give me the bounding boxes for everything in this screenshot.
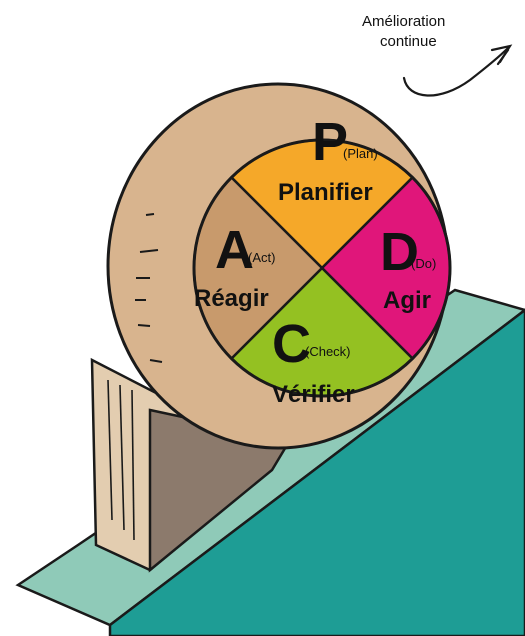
do-label: Agir [383, 287, 431, 314]
do-english: (Do) [411, 256, 436, 271]
act-label: Réagir [194, 285, 269, 312]
act-english: (Act) [248, 250, 275, 265]
annotation-line1: Amélioration [362, 13, 445, 30]
plan-label: Planifier [278, 179, 373, 206]
annotation-line2: continue [380, 33, 437, 50]
plan-letter: P [312, 112, 348, 172]
check-english: (Check) [305, 344, 351, 359]
curved-arrow-icon [404, 46, 510, 96]
do-letter: D [380, 222, 419, 282]
check-label: Vérifier [272, 381, 355, 408]
plan-english: (Plan) [343, 146, 378, 161]
